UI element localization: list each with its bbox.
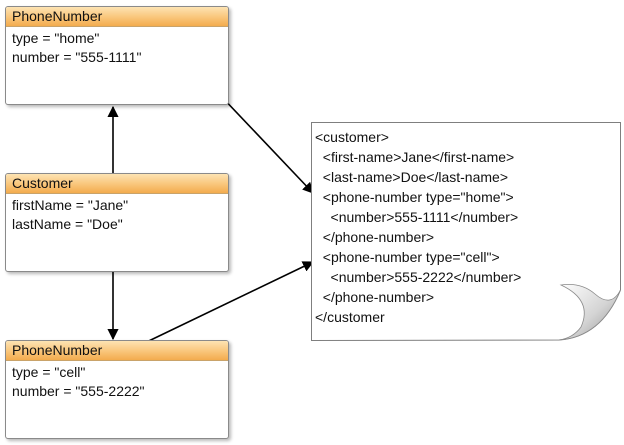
xml-line-number-cell: <number>555-2222</number>: [315, 269, 522, 285]
phone-number-cell-title: PhoneNumber: [6, 341, 228, 361]
phone-number-cell-box: PhoneNumber type = "cell" number = "555-…: [5, 340, 229, 439]
phone-home-number-field: number = "555-1111": [12, 49, 142, 65]
xml-line-last-name: <last-name>Doe</last-name>: [315, 169, 508, 185]
customer-box: Customer firstName = "Jane" lastName = "…: [5, 173, 229, 272]
xml-line-phone-home-close: </phone-number>: [315, 229, 435, 245]
page-curl-shape: [311, 122, 621, 341]
xml-line-phone-cell-open: <phone-number type="cell">: [315, 249, 500, 265]
phone-number-home-box: PhoneNumber type = "home" number = "555-…: [5, 6, 229, 105]
customer-first-name-field: firstName = "Jane": [12, 197, 129, 213]
xml-document: <customer> <first-name>Jane</first-name>…: [311, 122, 622, 341]
phone-cell-number-field: number = "555-2222": [12, 383, 145, 399]
phone-home-type-field: type = "home": [12, 30, 100, 46]
phone-cell-type-field: type = "cell": [12, 364, 86, 380]
xml-line-phone-cell-close: </phone-number>: [315, 289, 435, 305]
customer-last-name-field: lastName = "Doe": [12, 216, 123, 232]
phone-number-home-title: PhoneNumber: [6, 7, 228, 27]
arrow-phone-cell-to-xml: [128, 261, 315, 351]
xml-line-customer-close: </customer: [315, 309, 385, 325]
customer-title: Customer: [6, 174, 228, 194]
xml-line-first-name: <first-name>Jane</first-name>: [315, 149, 515, 165]
xml-line-customer-open: <customer>: [315, 129, 389, 145]
xml-line-phone-home-open: <phone-number type="home">: [315, 189, 514, 205]
xml-line-number-home: <number>555-1111</number>: [315, 209, 519, 225]
